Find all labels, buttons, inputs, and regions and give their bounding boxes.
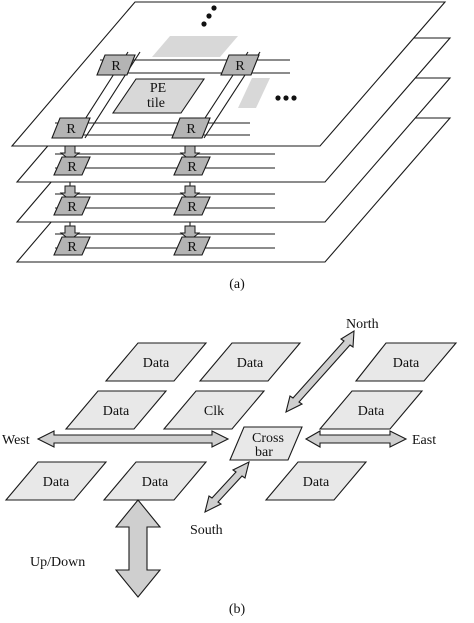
caption-a: (a) xyxy=(229,277,245,292)
crossbar-label: bar xyxy=(255,445,273,460)
pe-tile-label: tile xyxy=(147,96,165,111)
north-label: North xyxy=(346,317,379,332)
updown-label: Up/Down xyxy=(30,555,85,570)
router xyxy=(173,236,211,256)
top-layer-shade xyxy=(152,36,238,57)
updown-arrow xyxy=(114,499,162,598)
west-label: West xyxy=(2,433,30,448)
direction-arrows xyxy=(36,329,408,598)
crossbar xyxy=(229,426,303,461)
router-label: R xyxy=(66,122,76,137)
router xyxy=(220,54,260,76)
caption-b: (b) xyxy=(229,602,246,617)
tile-label: Data xyxy=(43,475,70,490)
tiles xyxy=(4,342,458,501)
tile-label: Data xyxy=(237,356,264,371)
router-label: R xyxy=(111,59,121,74)
tile-label: Data xyxy=(142,475,169,490)
data-tile xyxy=(318,390,424,430)
data-tile xyxy=(4,461,108,501)
router-label: R xyxy=(187,240,197,255)
north-arrow xyxy=(285,329,355,414)
router xyxy=(171,117,211,139)
pe-tile xyxy=(111,78,206,114)
router xyxy=(51,117,91,139)
router xyxy=(53,156,91,176)
data-tile xyxy=(64,390,168,430)
router-label: R xyxy=(235,59,245,74)
router-label: R xyxy=(67,160,77,175)
ellipsis-icon xyxy=(201,5,217,27)
router-label: R xyxy=(187,160,197,175)
tile-label: Data xyxy=(143,356,170,371)
east-label: East xyxy=(412,433,436,448)
tile-label: Clk xyxy=(204,404,224,419)
south-label: South xyxy=(190,523,223,538)
router-labels: R R R R R R R R R R xyxy=(66,59,245,255)
router-label: R xyxy=(187,200,197,215)
data-tile xyxy=(354,342,458,382)
router-label: R xyxy=(186,122,196,137)
routers xyxy=(51,54,260,256)
data-tile xyxy=(102,461,208,501)
ellipsis-icon xyxy=(275,95,297,101)
data-tile xyxy=(198,342,302,382)
router-label: R xyxy=(67,240,77,255)
router xyxy=(173,196,211,216)
top-layer-shade xyxy=(238,78,270,108)
router xyxy=(53,236,91,256)
router-label: R xyxy=(67,200,77,215)
tile-label: Data xyxy=(393,356,420,371)
tile-label: Data xyxy=(303,475,330,490)
router xyxy=(53,196,91,216)
router xyxy=(96,54,136,76)
router xyxy=(173,156,211,176)
data-tile xyxy=(104,342,208,382)
data-tile xyxy=(264,461,368,501)
crossbar-label: Cross xyxy=(252,431,284,446)
east-arrow xyxy=(304,430,408,448)
tile-label: Data xyxy=(358,404,385,419)
clk-tile xyxy=(162,390,266,430)
pe-tile-label: PE xyxy=(150,81,166,96)
west-arrow xyxy=(36,430,230,448)
south-arrow xyxy=(204,460,250,514)
tile-labels: Data Data Data Data Clk Data Data Data D… xyxy=(43,356,420,490)
tile-label: Data xyxy=(103,404,130,419)
